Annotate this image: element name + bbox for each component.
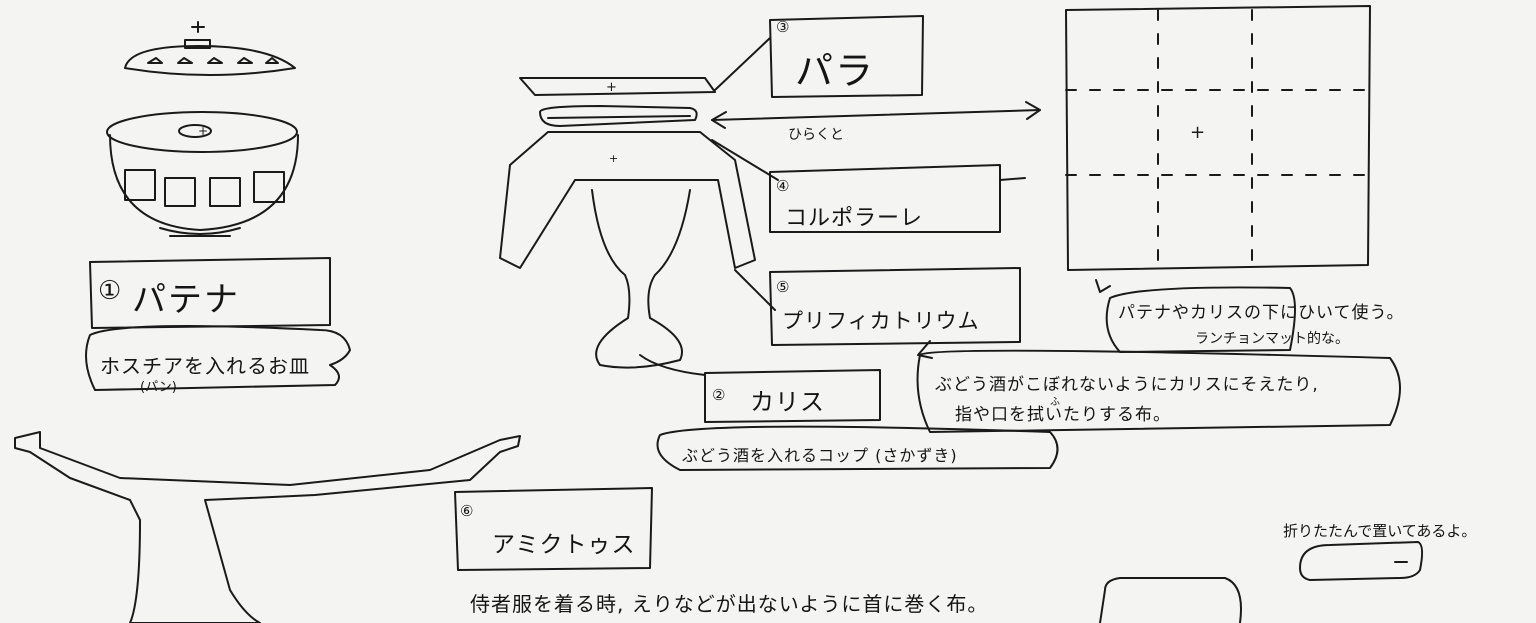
amictus-label: アミクトゥス — [492, 532, 636, 558]
patena-description-sub: (パン) — [140, 380, 177, 395]
purificator-number: ⑤ — [776, 278, 790, 296]
palla-label-box — [769, 15, 924, 98]
svg-text:+: + — [606, 80, 617, 95]
ciborium-bowl-drawing — [106, 111, 299, 237]
purificator-furigana: ふ — [1050, 397, 1060, 408]
folded-note: 折りたたんで置いてあるよ。 — [1283, 522, 1477, 540]
corporale-label: コルポラーレ — [785, 206, 924, 231]
purificator-label: プリフィカトリウム — [782, 309, 980, 333]
palla-number: ③ — [776, 18, 790, 36]
purificator-description-line1: ぶどう酒がこぼれないようにカリスにそえたり, — [935, 375, 1319, 395]
palla-drawing — [519, 37, 771, 96]
purificator-description-line2: 指や口を拭いたりする布。 — [955, 405, 1171, 425]
amictus-drawing — [14, 431, 521, 623]
corporale-usage-line2: ランチョンマット的な。 — [1195, 331, 1349, 347]
amictus-label-box — [454, 487, 653, 571]
palla-label: パラ — [795, 49, 876, 93]
corporale-number: ④ — [776, 177, 790, 195]
patena-description: ホスチアを入れるお皿 — [100, 354, 310, 378]
calice-description: ぶどう酒を入れるコップ (さかずき) — [682, 446, 958, 465]
purificator-drawing — [499, 131, 779, 311]
patena-label: パテナ — [132, 280, 240, 320]
corporale-use-bubble — [1105, 286, 1296, 353]
purificator-desc-bubble — [916, 349, 1401, 433]
svg-text:+: + — [609, 152, 618, 165]
folded-corporale-drawing — [539, 105, 698, 127]
calice-label: カリス — [750, 388, 825, 416]
amictus-number: ⑥ — [460, 502, 474, 520]
corporale-label-box — [769, 164, 1001, 233]
svg-text:+: + — [1190, 122, 1205, 143]
partial-sketch — [1099, 577, 1242, 623]
calice-label-box — [704, 369, 881, 423]
calice-desc-bubble — [656, 425, 1059, 471]
calice-number: ② — [712, 386, 726, 404]
svg-text:+: + — [198, 124, 208, 138]
amictus-description: 侍者服を着る時, えりなどが出ないように首に巻く布。 — [470, 592, 989, 616]
open-arrow — [711, 101, 1041, 129]
chalice-drawing — [591, 189, 706, 376]
corporale-usage-line1: パテナやカリスの下にひいて使う。 — [1118, 303, 1405, 323]
open-note: ひらくと — [788, 127, 844, 143]
patena-number: ① — [98, 276, 122, 306]
folded-amictus-drawing — [1299, 541, 1424, 581]
open-corporale-drawing — [1065, 5, 1371, 271]
patena-desc-bubble — [85, 325, 351, 391]
purificator-label-box — [769, 267, 1021, 346]
ciborium-lid-drawing — [124, 21, 296, 76]
patena-label-box — [89, 257, 331, 329]
